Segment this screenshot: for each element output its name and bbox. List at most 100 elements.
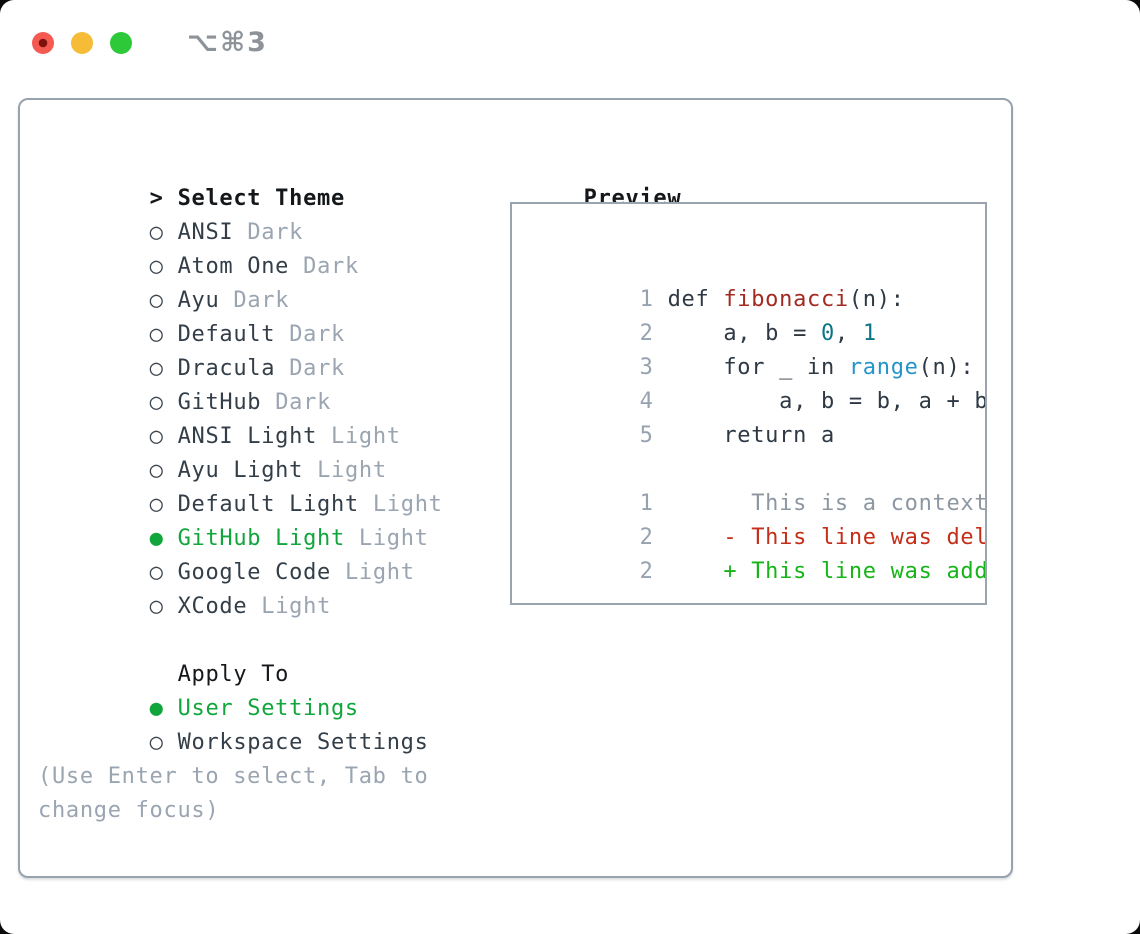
apply-to-title: Apply To [177, 662, 290, 687]
theme-name: Dracula [177, 356, 276, 381]
radio-icon: ○ [149, 288, 164, 313]
apply-option-workspace-settings[interactable]: ○ Workspace Settings [38, 692, 443, 755]
theme-variant: Light [344, 560, 415, 585]
theme-variant: Light [317, 458, 387, 483]
code-segment: (n): [848, 287, 905, 312]
preview-header: Preview [500, 148, 681, 211]
code-line: 3 for _ in range(n): [528, 317, 974, 380]
apply-option-user-settings[interactable]: ● User Settings [38, 658, 443, 721]
line-number: 2 [639, 321, 654, 346]
radio-icon: ○ [149, 322, 164, 347]
theme-variant: Dark [247, 220, 304, 245]
hint-text-line-1: (Use Enter to select, Tab to [38, 764, 429, 789]
theme-option-github-dark[interactable]: ○ GitHub Dark [38, 352, 443, 415]
theme-name: Ayu Light [177, 458, 304, 483]
theme-option-ansi-dark[interactable]: ○ ANSI Dark [38, 182, 443, 245]
theme-variant: Light [372, 492, 443, 517]
code-line: 5 return a [528, 385, 973, 448]
theme-name: ANSI Light [177, 424, 318, 449]
code-segment: This is a context line. [751, 491, 987, 516]
radio-icon: ○ [149, 424, 164, 449]
theme-name: Atom One [177, 254, 290, 279]
radio-selected-icon: ● [149, 526, 164, 551]
theme-option-github-light[interactable]: ● GitHub Light Light [38, 488, 443, 551]
theme-variant: Dark [233, 288, 290, 313]
code-segment: a, b = [667, 321, 821, 346]
line-number: 4 [639, 389, 654, 414]
radio-icon: ○ [149, 254, 164, 279]
theme-variant: Dark [289, 322, 345, 347]
diff-context-line: 1 This is a context line. [528, 453, 985, 516]
code-segment: + This line was added. [723, 559, 987, 584]
radio-icon: ○ [149, 594, 164, 619]
theme-option-ayu-dark[interactable]: ○ Ayu Dark [38, 250, 443, 313]
line-number: 5 [639, 423, 654, 448]
cursor-icon: > [149, 186, 164, 211]
theme-option-default-light[interactable]: ○ Default Light Light [38, 454, 443, 517]
theme-variant: Light [358, 526, 429, 551]
radio-icon: ○ [149, 356, 164, 381]
apply-to-header: Apply To [38, 624, 443, 687]
theme-name: GitHub [177, 390, 262, 415]
radio-icon: ○ [149, 390, 164, 415]
theme-option-dracula-dark[interactable]: ○ Dracula Dark [38, 318, 443, 381]
code-segment: 1 [862, 321, 877, 346]
code-line: 1 def fibonacci(n): [528, 249, 973, 312]
theme-name: Ayu [177, 288, 220, 313]
radio-icon: ○ [149, 492, 164, 517]
close-button[interactable] [32, 31, 54, 54]
theme-name: ANSI [177, 220, 234, 245]
minimize-button[interactable] [71, 31, 93, 54]
code-segment: def [667, 287, 724, 312]
radio-icon: ○ [149, 560, 164, 585]
code-segment: fibonacci [723, 287, 849, 312]
theme-option-ayu-light[interactable]: ○ Ayu Light Light [38, 420, 443, 483]
theme-name: XCode [177, 594, 248, 619]
select-theme-title: Select Theme [177, 186, 345, 211]
code-segment: for _ in [667, 355, 849, 380]
apply-option-name: Workspace Settings [177, 730, 429, 755]
code-segment: , [834, 321, 863, 346]
theme-option-ansi-light[interactable]: ○ ANSI Light Light [38, 386, 443, 449]
theme-option-atom-one-dark[interactable]: ○ Atom One Dark [38, 216, 443, 279]
line-number: 1 [639, 491, 654, 516]
radio-icon: ○ [149, 220, 164, 245]
theme-name: GitHub Light [177, 526, 345, 551]
theme-variant: Dark [275, 390, 332, 415]
line-number: 3 [639, 355, 654, 380]
diff-deleted-line: 2 - This line was deleted. [528, 487, 985, 550]
code-segment: 0 [820, 321, 835, 346]
radio-selected-icon: ● [149, 696, 164, 721]
theme-option-google-code-light[interactable]: ○ Google Code Light [38, 522, 443, 585]
theme-option-xcode-light[interactable]: ○ XCode Light [38, 556, 443, 619]
code-segment: return a [667, 423, 835, 448]
theme-name: Google Code [177, 560, 331, 585]
theme-variant: Dark [303, 254, 359, 279]
theme-variant: Light [331, 424, 401, 449]
code-segment: (n): [918, 355, 975, 380]
code-segment: - This line was deleted. [723, 525, 987, 550]
hint-text-line-2: change focus) [38, 798, 220, 823]
diff-added-line: 2 + This line was added. [528, 521, 985, 584]
radio-icon: ○ [149, 458, 164, 483]
line-number: 1 [639, 287, 654, 312]
select-theme-header: > Select Theme [38, 148, 443, 211]
titlebar: ⌥⌘3 [32, 27, 268, 58]
code-line: 4 a, b = b, a + b [528, 351, 985, 414]
line-number: 2 [639, 559, 654, 584]
code-segment: range [848, 355, 919, 380]
code-line: 2 a, b = 0, 1 [528, 283, 973, 346]
theme-variant: Light [261, 594, 332, 619]
window-title: ⌥⌘3 [187, 27, 268, 58]
apply-option-name: User Settings [177, 696, 359, 721]
theme-name: Default Light [177, 492, 359, 517]
zoom-button[interactable] [110, 31, 132, 54]
theme-variant: Dark [289, 356, 345, 381]
line-number: 2 [639, 525, 654, 550]
radio-icon: ○ [149, 730, 164, 755]
